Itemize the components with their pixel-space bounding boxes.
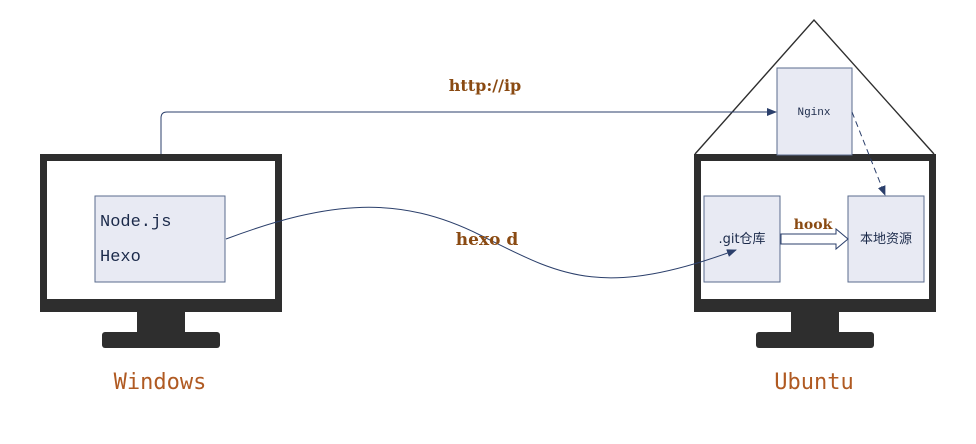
git-repo-label: .git仓库 — [718, 231, 765, 247]
windows-monitor-neck — [137, 312, 185, 334]
nginx-label: Nginx — [797, 107, 830, 119]
windows-monitor-stand — [102, 332, 220, 348]
http-connection-line — [160, 108, 777, 154]
hook-label: hook — [794, 217, 833, 233]
nginx-box-rect — [776, 67, 853, 156]
ubuntu-monitor-neck — [791, 312, 839, 334]
local-resources-box-rect — [847, 195, 925, 283]
nodejs-label: Node.js — [100, 213, 171, 232]
ubuntu-monitor-stand — [756, 332, 874, 348]
local-resources-box: 本地资源 — [847, 195, 925, 283]
http-label: http://ip — [449, 76, 521, 95]
hexo-deploy-curve — [225, 206, 737, 279]
hook-arrow-shape — [780, 227, 849, 251]
ubuntu-os-label: Ubuntu — [774, 370, 853, 395]
git-repo-box-rect — [703, 195, 781, 283]
windows-os-label: Windows — [114, 370, 207, 395]
hook-arrow: hook — [780, 217, 849, 251]
nginx-to-resources-dashed-line — [851, 111, 886, 196]
git-repo-box: .git仓库 — [703, 195, 781, 283]
house-roof — [694, 18, 935, 155]
ubuntu-house — [694, 18, 935, 155]
hexo-deploy-label: hexo d — [456, 230, 519, 250]
windows-app-box: Node.js Hexo — [94, 195, 226, 283]
windows-app-box-rect — [94, 195, 226, 283]
hexo-label: Hexo — [100, 248, 141, 267]
local-resources-label: 本地资源 — [860, 232, 912, 247]
nginx-box: Nginx — [776, 67, 853, 156]
